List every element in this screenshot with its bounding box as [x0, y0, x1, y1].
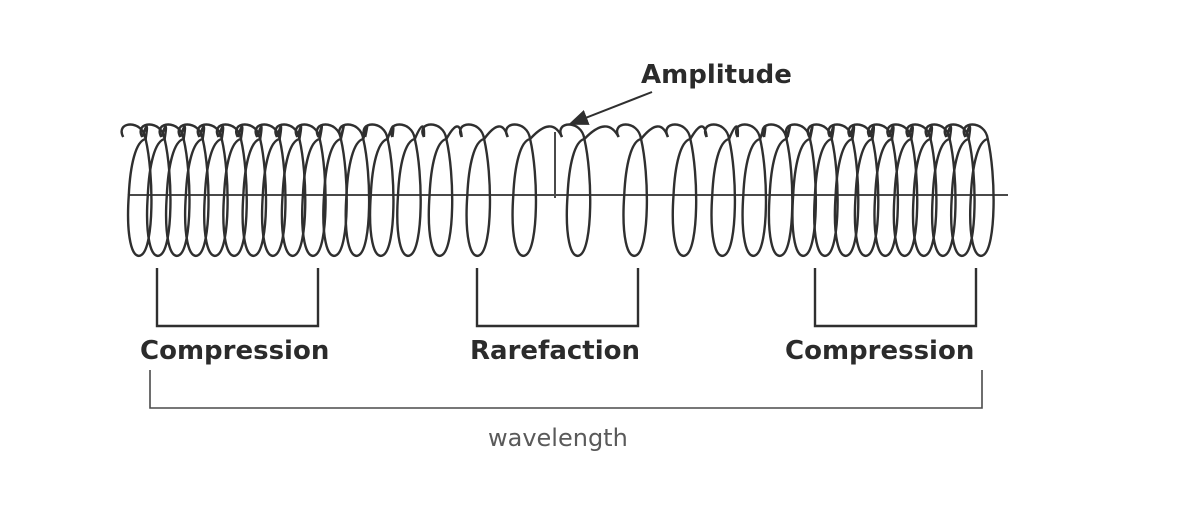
- coil-loop: [784, 123, 818, 258]
- coil-link: [179, 125, 187, 140]
- coil-link: [160, 125, 168, 140]
- compression-right-label: Compression: [785, 336, 975, 366]
- coil-loop: [703, 123, 737, 258]
- coil-loop: [458, 123, 492, 258]
- coil-link: [483, 125, 509, 140]
- coil-loop: [338, 123, 371, 258]
- wavelength-bracket: [149, 370, 983, 409]
- coil-link: [141, 125, 149, 140]
- coil-loop: [806, 123, 839, 258]
- coil-link: [964, 125, 972, 140]
- coil-link: [727, 125, 740, 140]
- wavelength-label: wavelength: [488, 424, 628, 452]
- coil-loop: [559, 123, 592, 258]
- coil-loop: [761, 123, 794, 258]
- coil-loop: [905, 123, 938, 258]
- coil-link: [198, 125, 206, 140]
- coil-link: [236, 125, 244, 140]
- coil-loop: [120, 123, 153, 258]
- coil-link: [317, 125, 324, 140]
- coil-loop: [196, 123, 229, 258]
- coil-loop: [139, 123, 172, 258]
- coil-link: [848, 125, 856, 140]
- coil-link: [583, 125, 620, 140]
- compression-left-label: Compression: [140, 336, 330, 366]
- amplitude-label: Amplitude: [641, 60, 792, 90]
- coil-loop: [734, 123, 768, 258]
- coil-loop: [215, 123, 248, 258]
- coil-link: [296, 125, 303, 140]
- coil-link: [275, 125, 283, 140]
- spring-coil: [120, 123, 995, 258]
- coil-link: [217, 125, 225, 140]
- coil-loop: [389, 123, 422, 258]
- coil-loop: [235, 123, 268, 258]
- coil-loop: [421, 123, 454, 258]
- coil-loop: [158, 123, 191, 258]
- compression-left-bracket: [155, 268, 320, 328]
- coil-link: [887, 125, 895, 140]
- coil-loop: [294, 123, 327, 258]
- coil-loop: [943, 123, 976, 258]
- coil-loop: [962, 123, 995, 258]
- coil-loop: [665, 123, 698, 258]
- coil-loop: [315, 123, 348, 258]
- amplitude-arrow: [568, 91, 653, 125]
- coil-loop: [254, 123, 287, 258]
- compression-right-bracket: [813, 268, 978, 328]
- coil-link: [529, 125, 564, 140]
- coil-loop: [866, 123, 900, 258]
- coil-loop: [504, 123, 538, 258]
- coil-link: [945, 125, 953, 140]
- coil-loop: [924, 123, 957, 258]
- coil-loop: [362, 123, 395, 258]
- coil-link: [808, 125, 814, 140]
- coil-loop: [827, 123, 860, 258]
- coil-link: [256, 125, 263, 140]
- coil-loop: [177, 123, 210, 258]
- coil-loop: [615, 123, 649, 258]
- coil-loop: [886, 123, 919, 258]
- coil-loop: [274, 123, 307, 258]
- coil-link: [640, 125, 670, 140]
- coil-link: [907, 125, 914, 140]
- coil-link: [413, 125, 426, 140]
- rarefaction-bracket: [475, 268, 640, 328]
- coil-link: [926, 125, 934, 140]
- coil-loop: [847, 123, 880, 258]
- coil-link: [868, 125, 876, 140]
- coil-link: [828, 125, 835, 140]
- rarefaction-label: Rarefaction: [470, 336, 641, 366]
